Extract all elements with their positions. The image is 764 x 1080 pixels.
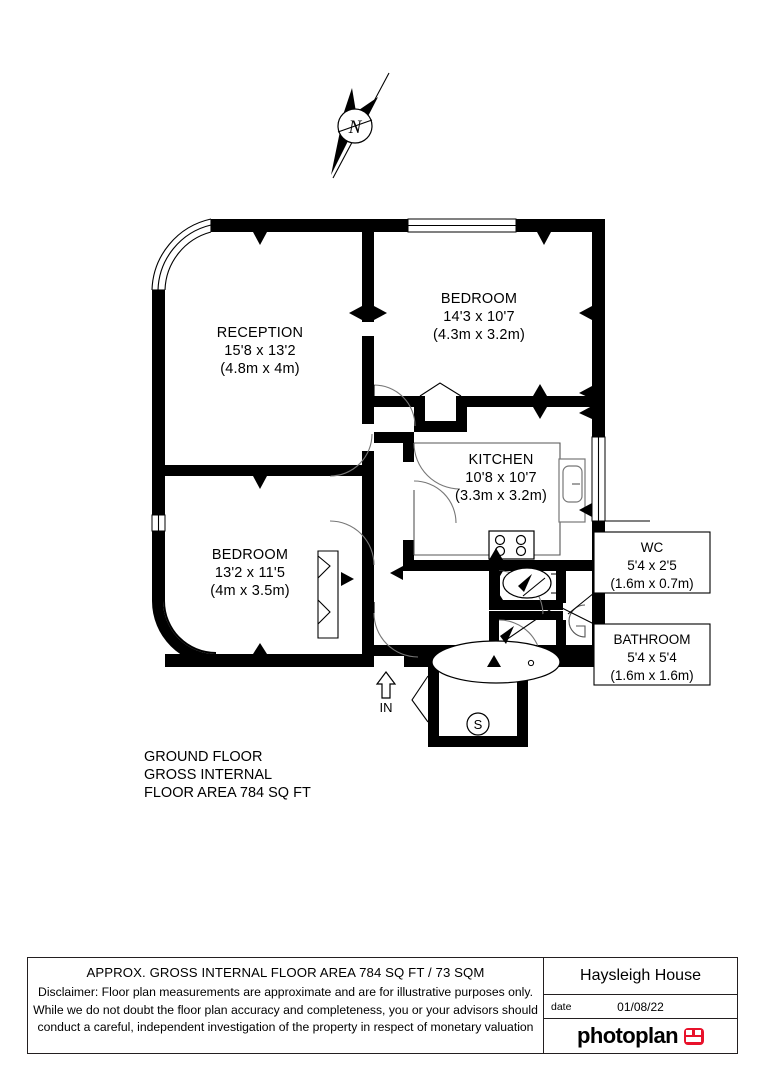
bathroom-name: BATHROOM bbox=[614, 632, 691, 647]
wash-basin bbox=[568, 604, 586, 638]
cupboard-bedroom1 bbox=[414, 382, 467, 432]
kitchen-metric: (3.3m x 3.2m) bbox=[455, 488, 547, 504]
toilet bbox=[502, 567, 564, 599]
floor-info-line-2: GROSS INTERNAL bbox=[144, 767, 272, 783]
reception-name: RECEPTION bbox=[217, 325, 303, 341]
window-kitchen-right bbox=[591, 436, 606, 522]
property-name: Haysleigh House bbox=[544, 958, 737, 995]
entrance-label: IN bbox=[380, 700, 393, 715]
footer-panel: APPROX. GROSS INTERNAL FLOOR AREA 784 SQ… bbox=[27, 957, 738, 1054]
floor-info-line-3: FLOOR AREA 784 SQ FT bbox=[144, 785, 311, 801]
room-label-bedroom-1: BEDROOM 14'3 x 10'7 (4.3m x 3.2m) bbox=[433, 291, 525, 343]
footer-area-title: APPROX. GROSS INTERNAL FLOOR AREA 784 SQ… bbox=[86, 965, 485, 980]
footer-disclaimer-block: APPROX. GROSS INTERNAL FLOOR AREA 784 SQ… bbox=[28, 958, 544, 1053]
callout-bathroom: BATHROOM 5'4 x 5'4 (1.6m x 1.6m) bbox=[559, 606, 711, 686]
bedroom1-metric: (4.3m x 3.2m) bbox=[433, 327, 525, 343]
brand-name: photoplan bbox=[577, 1023, 679, 1048]
date-row: date 01/08/22 bbox=[544, 995, 737, 1019]
compass-rose: N bbox=[331, 72, 390, 179]
date-value: 01/08/22 bbox=[617, 999, 664, 1014]
storage-cupboard: S bbox=[411, 667, 528, 747]
bedroom2-imperial: 13'2 x 11'5 bbox=[215, 565, 285, 581]
room-label-kitchen: KITCHEN 10'8 x 10'7 (3.3m x 3.2m) bbox=[455, 452, 547, 504]
brand-row: photoplan bbox=[544, 1019, 737, 1053]
kitchen-imperial: 10'8 x 10'7 bbox=[465, 470, 536, 486]
bedroom1-name: BEDROOM bbox=[441, 291, 517, 307]
kitchen-name: KITCHEN bbox=[468, 452, 533, 468]
window-bedroom2-left bbox=[151, 514, 166, 532]
footer-disclaimer-line-3: conduct a careful, independent investiga… bbox=[37, 1020, 534, 1034]
footer-disclaimer-line-2: While we do not doubt the floor plan acc… bbox=[33, 1002, 538, 1017]
compass-north-label: N bbox=[348, 117, 363, 138]
bedroom1-imperial: 14'3 x 10'7 bbox=[443, 309, 514, 325]
kitchen-sink bbox=[558, 458, 586, 523]
door-swings bbox=[329, 384, 544, 663]
window-reception-bay-curved bbox=[151, 218, 212, 291]
chimney-breast bbox=[317, 550, 339, 639]
wall-direction-arrows bbox=[152, 232, 592, 667]
room-label-bedroom-2: BEDROOM 13'2 x 11'5 (4m x 3.5m) bbox=[210, 547, 290, 599]
bathroom-metric: (1.6m x 1.6m) bbox=[610, 668, 693, 683]
reception-metric: (4.8m x 4m) bbox=[220, 361, 300, 377]
diagonal-door-pointers bbox=[505, 577, 561, 641]
bedroom2-name: BEDROOM bbox=[212, 547, 288, 563]
floor-info-line-1: GROUND FLOOR bbox=[144, 749, 262, 765]
wc-metric: (1.6m x 0.7m) bbox=[610, 576, 693, 591]
room-label-reception: RECEPTION 15'8 x 13'2 (4.8m x 4m) bbox=[217, 325, 303, 377]
bedroom2-metric: (4m x 3.5m) bbox=[210, 583, 290, 599]
bathroom-imperial: 5'4 x 5'4 bbox=[627, 650, 677, 665]
wc-imperial: 5'4 x 2'5 bbox=[627, 558, 676, 573]
callout-wc: WC 5'4 x 2'5 (1.6m x 0.7m) bbox=[567, 531, 711, 615]
photoplan-logo-icon bbox=[683, 1027, 704, 1045]
floor-info-block: GROUND FLOOR GROSS INTERNAL FLOOR AREA 7… bbox=[144, 749, 311, 801]
window-bedroom1-top bbox=[407, 218, 517, 233]
date-label: date bbox=[551, 1000, 572, 1013]
footer-disclaimer-line-1: Disclaimer: Floor plan measurements are … bbox=[38, 985, 533, 999]
entrance-indicator: IN bbox=[375, 671, 397, 715]
footer-identity-block: Haysleigh House date 01/08/22 photoplan bbox=[544, 958, 737, 1053]
wc-name: WC bbox=[641, 540, 664, 555]
reception-imperial: 15'8 x 13'2 bbox=[224, 343, 295, 359]
storage-symbol-label: S bbox=[474, 717, 483, 732]
